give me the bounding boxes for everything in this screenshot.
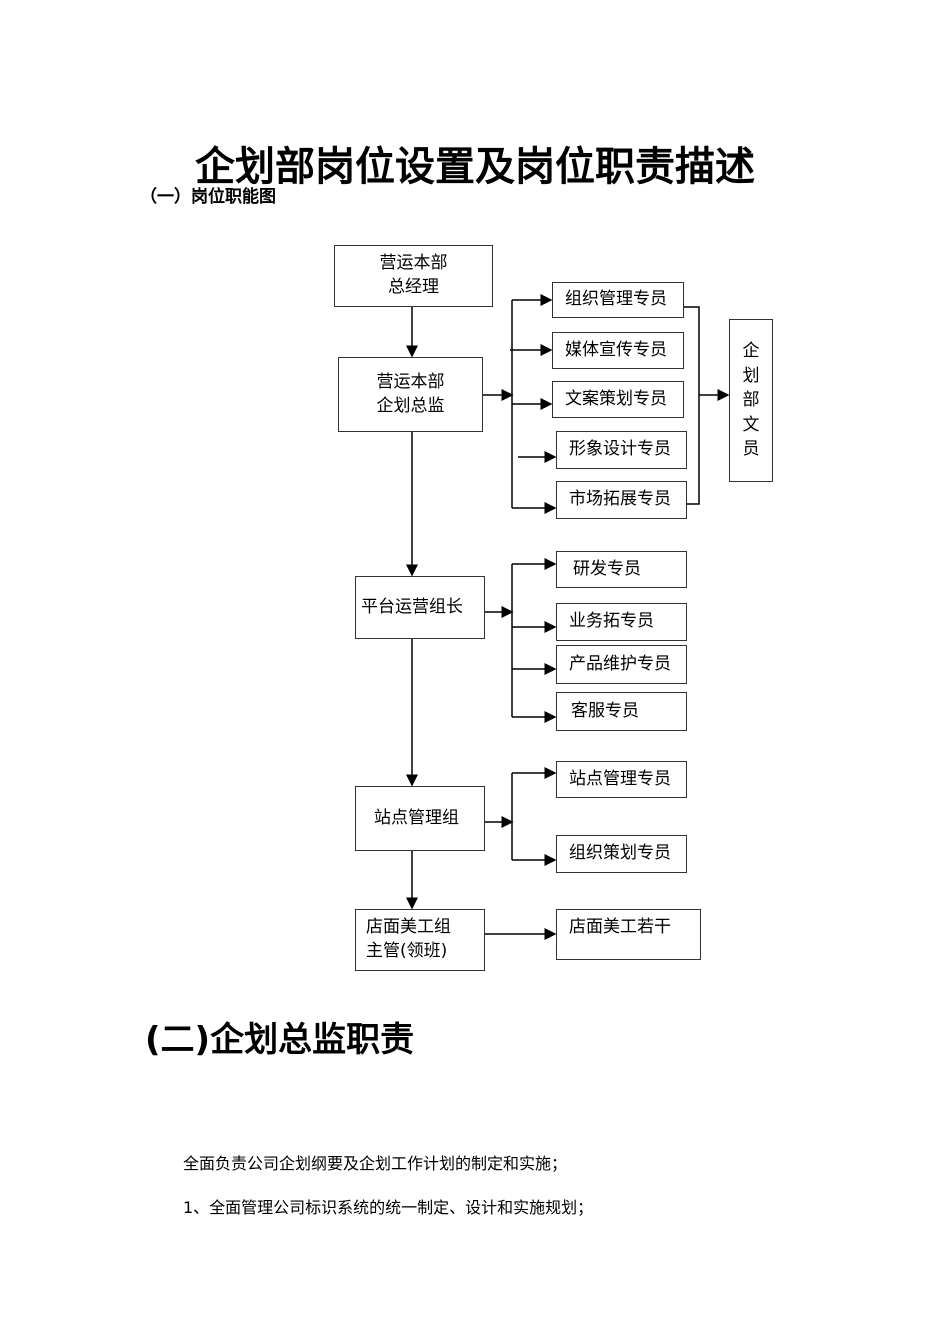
paragraph: 1、全面管理公司标识系统的统一制定、设计和实施规划； (183, 1198, 594, 1217)
box-copy-specialist: 文案策划专员 (552, 381, 684, 418)
box-label: 店面美工组 (366, 917, 451, 938)
box-station-group: 站点管理组 (355, 786, 485, 851)
box-label: 总经理 (388, 277, 439, 297)
box-label: 员 (742, 439, 760, 460)
box-org-specialist: 组织管理专员 (552, 282, 684, 318)
box-planning-director: 营运本部 企划总监 (338, 357, 483, 432)
box-label: 营运本部 (376, 371, 445, 392)
box-station-specialist: 站点管理专员 (556, 761, 687, 798)
section-heading-director: (二)企划总监职责 (145, 1020, 415, 1060)
box-service-specialist: 客服专员 (556, 692, 687, 731)
box-label: 企划总监 (376, 395, 445, 416)
box-label: 部 (742, 390, 760, 411)
box-general-manager: 营运本部 总经理 (334, 245, 493, 307)
box-market-specialist: 市场拓展专员 (556, 481, 687, 519)
section-heading-chart: （一）岗位职能图 (140, 187, 276, 207)
page-title: 企划部岗位设置及岗位职责描述 (195, 144, 755, 190)
box-planning-clerk: 企 划 部 文 员 (729, 319, 773, 482)
box-product-specialist: 产品维护专员 (556, 645, 687, 684)
box-image-specialist: 形象设计专员 (556, 431, 687, 469)
box-label: 文 (742, 414, 760, 435)
paragraph: 全面负责公司企划纲要及企划工作计划的制定和实施； (183, 1154, 568, 1173)
box-label: 营运本部 (379, 253, 448, 274)
box-media-specialist: 媒体宣传专员 (552, 332, 684, 369)
box-label: 企 (742, 340, 760, 361)
box-business-specialist: 业务拓专员 (556, 603, 687, 641)
box-platform-leader: 平台运营组长 (355, 576, 485, 639)
box-label: 主管(领班) (366, 941, 448, 961)
connector (683, 306, 700, 505)
box-shop-designers: 店面美工若干 (556, 909, 701, 960)
box-label: 划 (742, 365, 760, 386)
box-shop-design-group: 店面美工组 主管(领班) (355, 909, 485, 971)
box-rd-specialist: 研发专员 (556, 551, 687, 588)
box-event-specialist: 组织策划专员 (556, 835, 687, 873)
